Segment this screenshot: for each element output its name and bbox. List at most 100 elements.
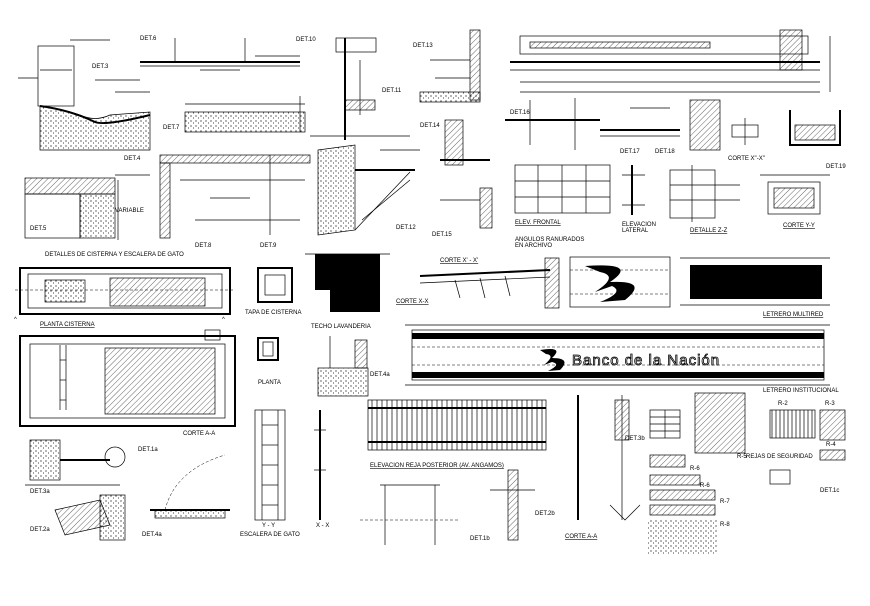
- det9-label: DET.9: [260, 243, 277, 249]
- det15-label: DET.15: [432, 232, 452, 238]
- planta-label: PLANTA: [258, 380, 281, 386]
- detail-letrero-multired: LETRERO MULTIRED: [680, 257, 830, 318]
- det4a-mid-label: DET.4a: [370, 372, 390, 378]
- caret-left-1: ^: [14, 317, 17, 323]
- det2b-label: DET.2b: [535, 511, 555, 517]
- detail-planta: PLANTA: [257, 337, 281, 386]
- r7-label: R-7: [720, 499, 730, 505]
- det10-label: DET.10: [296, 37, 316, 43]
- det3b-label: DET.3b: [625, 436, 645, 442]
- corte-aa-left-label: CORTE A-A: [183, 431, 215, 437]
- det3-label: DET.3: [92, 64, 109, 70]
- corte-yy-label: CORTE Y-Y: [783, 223, 815, 229]
- detail-planta-cisterna: ^ ^ PLANTA CISTERNA: [14, 267, 235, 328]
- detail-rejas-seguridad: R-2 R-3 R-4 R-5 R-6 R-6 R-7 R-8 REJAS DE…: [649, 392, 846, 528]
- detail-det1a-3a-2a: DET.1a DET.3a DET.2a: [25, 439, 158, 541]
- det3a-label: DET.3a: [30, 489, 50, 495]
- detail-notes-grid: [648, 409, 718, 555]
- detail-logo-sign: [569, 256, 671, 308]
- detail-det14: DET.14: [420, 119, 490, 166]
- detail-det7: DET.7: [163, 96, 306, 133]
- reja-bars: [371, 400, 543, 450]
- detail-corte-yy: CORTE Y-Y: [760, 174, 830, 229]
- det17-label: DET.17: [620, 149, 640, 155]
- r6-label-a: R-6: [690, 466, 700, 472]
- r6-label-b: R-6: [700, 483, 710, 489]
- detail-banco-sign: Banco de la Nación LETRERO INSTITUCIONAL: [405, 324, 839, 394]
- det1b-label: DET.1b: [470, 536, 490, 542]
- detail-elevacion-reja: ELEVACION REJA POSTERIOR (AV. ANGAMOS): [367, 399, 547, 469]
- det16-label: DET.16: [510, 110, 530, 116]
- detail-det13: DET.13: [413, 29, 481, 103]
- detail-escalera-gato: Y - Y ESCALERA DE GATO X - X: [240, 409, 329, 538]
- detail-det1b: DET.1b: [360, 484, 490, 545]
- det13-label: DET.13: [413, 43, 433, 49]
- caret-right-1: ^: [222, 317, 225, 323]
- elev-frontal-label: ELEV. FRONTAL: [515, 220, 561, 226]
- r3-label: R-3: [825, 401, 835, 407]
- detail-top-elevation: [510, 29, 831, 93]
- planta-cisterna-label: PLANTA CISTERNA: [40, 322, 95, 328]
- r5-label: R-5: [737, 454, 747, 460]
- detail-det4a-bottom: DET.4a: [142, 454, 230, 538]
- detail-elev-lateral: ELEVACION LATERAL: [622, 165, 658, 234]
- corte-xx-top-label: CORTE X"-X": [728, 156, 765, 162]
- detail-corte-xprime: CORTE X' - X' CORTE X-X: [396, 257, 560, 309]
- detalle-zz-label: DETALLE Z-Z: [690, 228, 728, 234]
- variable-label: VARIABLE: [115, 208, 144, 214]
- det4-label: DET.4: [124, 156, 141, 162]
- corte-xprime-label: CORTE X' - X': [440, 258, 478, 264]
- elevacion-reja-label: ELEVACION REJA POSTERIOR (AV. ANGAMOS): [370, 463, 504, 469]
- detail-det4-det5: DET.4 VARIABLE DET.5: [24, 156, 150, 240]
- detail-corte-xx-top: CORTE X"-X" DET.19: [728, 110, 846, 170]
- det4a-bottom-label: DET.4a: [142, 532, 162, 538]
- xx-label: X - X: [316, 523, 329, 529]
- yy-label: Y - Y: [262, 523, 275, 529]
- detail-det12: DET.12: [317, 144, 420, 236]
- det11-label: DET.11: [382, 88, 402, 94]
- corte-xx-label: CORTE X-X: [396, 299, 429, 305]
- det12-label: DET.12: [396, 225, 416, 231]
- escalera-gato-label: ESCALERA DE GATO: [240, 532, 300, 538]
- detail-det15: DET.15: [432, 187, 493, 238]
- detail-tapa-cisterna: TAPA DE CISTERNA: [245, 267, 301, 316]
- det6-label: DET.6: [140, 36, 157, 42]
- det1a-label: DET.1a: [138, 447, 158, 453]
- r8-label: R-8: [720, 522, 730, 528]
- elevacion-lateral-label: ELEVACION LATERAL: [622, 222, 658, 234]
- rejas-label: REJAS DE SEGURIDAD: [746, 454, 813, 460]
- det8-label: DET.8: [195, 243, 212, 249]
- det5-label: DET.5: [30, 226, 47, 232]
- r4-label: R-4: [826, 442, 836, 448]
- det14-label: DET.14: [420, 123, 440, 129]
- det1c-label: DET.1c: [820, 488, 839, 494]
- detalles-cisterna-title: DETALLES DE CISTERNA Y ESCALERA DE GATO: [45, 252, 184, 258]
- detail-det16-18: DET.16 DET.17 DET.18: [505, 98, 721, 155]
- detail-det3: DET.3: [18, 39, 151, 151]
- angulos-label: ANGULOS RANURADOS EN ARCHIVO: [515, 237, 586, 249]
- detail-det8-9: DET.8 DET.9: [159, 154, 311, 249]
- detail-det10-11: DET.10 DET.11: [296, 37, 410, 140]
- detail-corte-aa-cisterna: CORTE A-A: [19, 329, 236, 437]
- detail-det6: DET.6: [140, 36, 300, 71]
- det19-label: DET.19: [826, 164, 846, 170]
- tapa-cisterna-label: TAPA DE CISTERNA: [245, 310, 301, 316]
- corte-aa-right-label: CORTE A-A: [565, 534, 597, 540]
- banco-sign-text: Banco de la Nación: [572, 352, 720, 369]
- detail-det3b: DET.3b CORTE A-A: [565, 395, 645, 540]
- det18-label: DET.18: [655, 149, 675, 155]
- banco-logo-icon: [585, 265, 635, 302]
- detail-det4a-mid: DET.4a: [317, 336, 390, 397]
- r2-bars: [771, 410, 813, 438]
- detail-techo-lavanderia: TECHO LAVANDERIA: [305, 253, 390, 330]
- letrero-multired-label: LETRERO MULTIRED: [763, 312, 824, 318]
- detail-elev-frontal: ELEV. FRONTAL ANGULOS RANURADOS EN ARCHI…: [514, 164, 611, 249]
- letrero-institucional-label: LETRERO INSTITUCIONAL: [763, 388, 839, 394]
- det7-label: DET.7: [163, 125, 180, 131]
- det2a-label: DET.2a: [30, 527, 50, 533]
- r2-label: R-2: [778, 401, 788, 407]
- detail-det2b: DET.2b: [490, 469, 555, 541]
- techo-lavanderia-label: TECHO LAVANDERIA: [311, 324, 371, 330]
- banco-sign-logo-icon: [540, 349, 565, 371]
